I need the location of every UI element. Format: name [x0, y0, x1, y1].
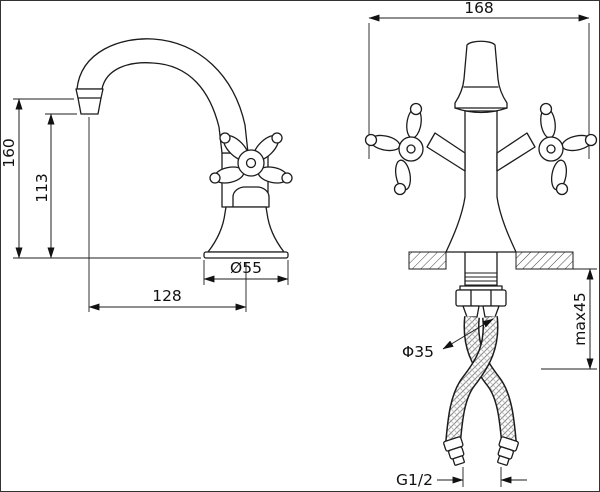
spout-front — [454, 40, 508, 109]
dimension-label-top-width: 168 — [464, 1, 494, 17]
dim-shank-diameter: Φ35 — [402, 318, 494, 361]
aerator-side — [75, 88, 104, 115]
hose-adapter-left — [462, 305, 480, 318]
spout-mouth-rim — [454, 107, 508, 114]
spout-side — [76, 38, 249, 154]
dim-spout-reach: 128 — [88, 117, 247, 312]
dimension-label-spout-reach: 128 — [152, 287, 182, 305]
dimension-label-connection-thread: G1/2 — [396, 471, 433, 489]
dimension-label-outlet-height: 113 — [33, 173, 51, 203]
mounting-shank — [455, 251, 507, 318]
dimension-label-overall-height: 160 — [1, 138, 18, 168]
base-cone-side — [207, 206, 285, 253]
dimension-label-max-thickness: max45 — [571, 292, 589, 346]
flex-hoses — [443, 316, 519, 466]
dim-connection-thread: G1/2 — [396, 467, 527, 489]
front-view-faucet: 168 — [364, 1, 598, 489]
dim-overall-height: 160 — [1, 98, 201, 259]
dim-outlet-height: 113 — [33, 113, 77, 259]
base-plate-side — [203, 251, 289, 259]
dimension-label-shank-diameter: Φ35 — [402, 343, 434, 361]
hose-fitting-right — [497, 436, 519, 466]
mounting-deck — [408, 251, 574, 270]
cross-handle-front-left — [364, 102, 466, 196]
mounting-nut — [455, 289, 507, 307]
dim-max-thickness: max45 — [541, 268, 597, 370]
faucet-body-front — [445, 110, 517, 253]
hose-fitting-left — [443, 436, 465, 466]
cross-handle-front-right — [496, 102, 598, 196]
hose-adapter-right — [482, 305, 500, 318]
cross-handle-side — [209, 132, 293, 208]
side-view-faucet: 160 113 Ø55 128 — [1, 38, 293, 312]
